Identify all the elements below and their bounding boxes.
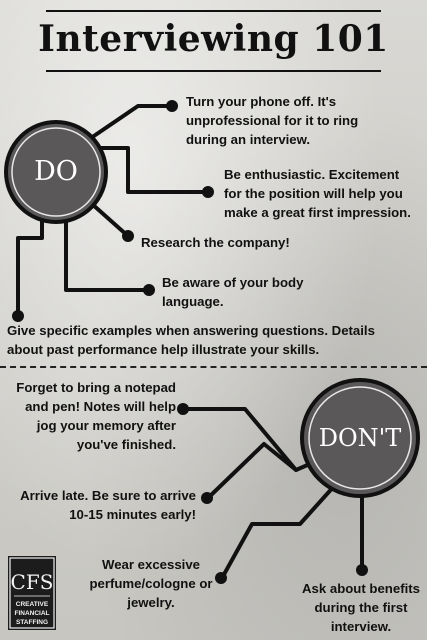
dont-line-late [206,442,298,500]
do-circle [4,120,108,224]
dont-circle-ring [308,386,412,490]
do-dot-research [122,230,134,242]
do-tip-enthusiastic: Be enthusiastic. Excitement for the posi… [224,167,411,220]
dont-line-perfume [220,482,338,580]
logo-line-3: STAFFING [16,619,48,626]
dont-dot-perfume [215,572,227,584]
do-line-research [90,202,130,238]
do-tip-examples: Give specific examples when answering qu… [7,323,375,357]
dont-dot-benefits [356,564,368,576]
do-tip-body: Be aware of your body language. [162,275,304,309]
do-label: DO [34,156,78,187]
dont-tip-perfume: Wear excessive perfume/cologne or jewelr… [89,557,213,610]
dont-tip-benefits: Ask about benefits during the first inte… [302,581,420,634]
do-line-examples [16,210,44,318]
section-divider [0,366,427,368]
dont-tip-late: Arrive late. Be sure to arrive 10-15 min… [20,488,196,522]
do-circle-ring [11,127,101,217]
do-line-phone [86,104,172,142]
logo-line-2: FINANCIAL [14,610,49,617]
dont-dot-notepad [177,403,189,415]
do-tip-research: Research the company! [141,235,290,250]
do-line-enthusiastic [98,146,208,194]
logo-line-1: CREATIVE [16,601,49,608]
title-bottom-rule [46,70,381,72]
cfs-logo: CFS CREATIVE FINANCIAL STAFFING [8,556,56,630]
dont-label: DON'T [318,424,402,452]
do-dot-examples [12,310,24,322]
do-dot-body [143,284,155,296]
dont-line-notepad [183,407,314,472]
dont-circle [300,378,420,498]
do-dot-enthusiastic [202,186,214,198]
do-tip-phone: Turn your phone off. It's unprofessional… [186,94,359,147]
dont-dot-late [201,492,213,504]
do-line-body [64,213,150,292]
do-dot-phone [166,100,178,112]
page-title: Interviewing 101 [38,18,389,60]
logo-letters: CFS [11,570,54,594]
title-top-rule [46,10,381,12]
dont-tip-notepad: Forget to bring a notepad and pen! Notes… [16,380,176,452]
